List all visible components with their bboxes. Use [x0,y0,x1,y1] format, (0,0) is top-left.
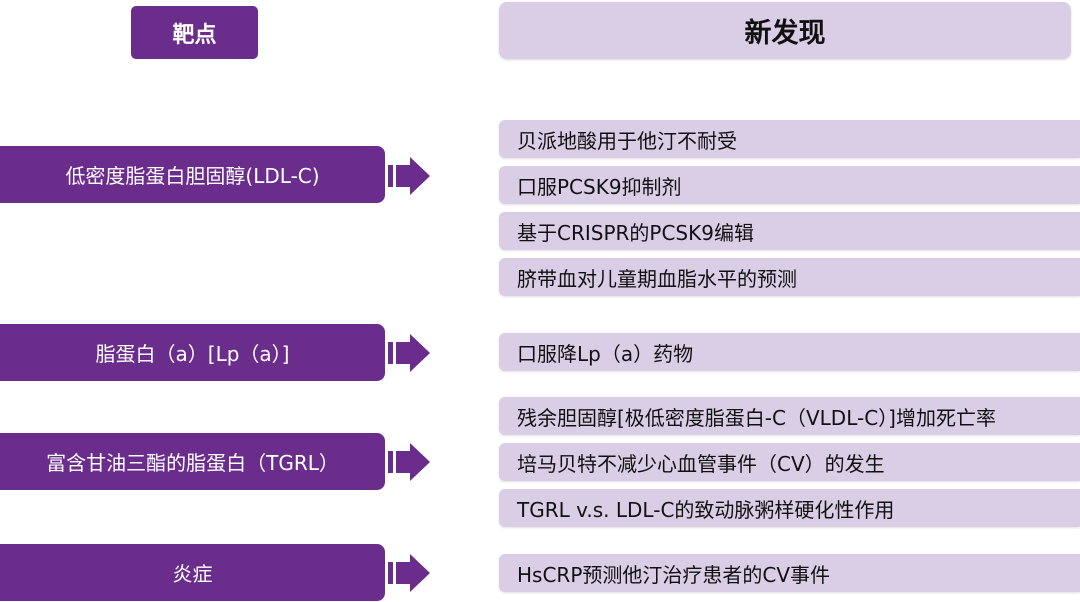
target-inflammation: 炎症 [0,544,385,601]
finding-hscrp: HsCRP预测他汀治疗患者的CV事件 [499,554,1080,592]
finding-cord-blood: 脐带血对儿童期血脂水平的预测 [499,258,1080,296]
target-ldl-c: 低密度脂蛋白胆固醇(LDL-C) [0,146,385,203]
arrow-right-icon [388,334,430,372]
finding-crispr-pcsk9: 基于CRISPR的PCSK9编辑 [499,212,1080,250]
arrow-right-icon [388,554,430,592]
finding-residual-cholesterol: 残余胆固醇[极低密度脂蛋白-C（VLDL-C）]增加死亡率 [499,397,1080,435]
finding-oral-lpa-drug: 口服降Lp（a）药物 [499,333,1080,371]
arrow-right-icon [388,157,430,195]
header-target: 靶点 [131,6,258,59]
target-lpa: 脂蛋白（a）[Lp（a）] [0,324,385,381]
finding-pemafibrate: 培马贝特不减少心血管事件（CV）的发生 [499,443,1080,481]
finding-bempedoic-acid: 贝派地酸用于他汀不耐受 [499,120,1080,158]
header-finding: 新发现 [499,2,1071,59]
target-tgrl: 富含甘油三酯的脂蛋白（TGRL） [0,433,385,490]
finding-oral-pcsk9: 口服PCSK9抑制剂 [499,166,1080,204]
finding-tgrl-vs-ldl: TGRL v.s. LDL-C的致动脉粥样硬化性作用 [499,489,1080,527]
arrow-right-icon [388,443,430,481]
